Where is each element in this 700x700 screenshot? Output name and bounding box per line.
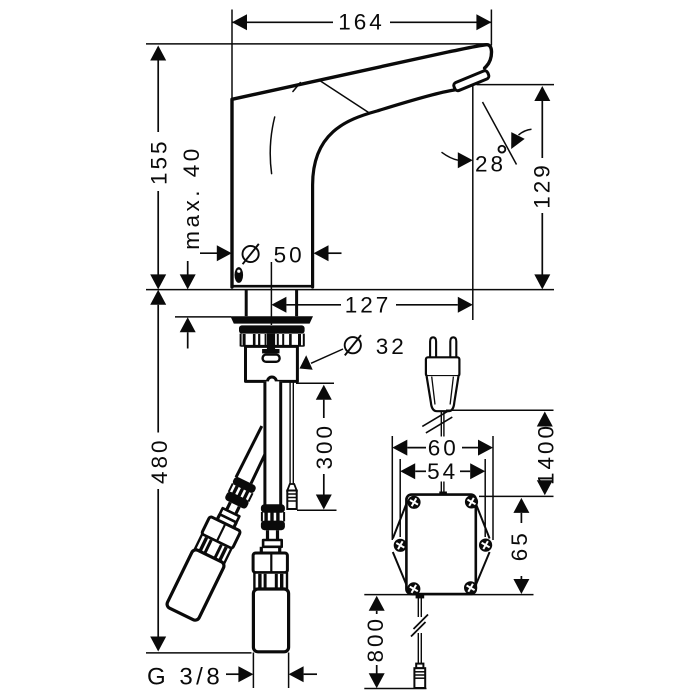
svg-text:50: 50: [274, 243, 305, 268]
svg-text:65: 65: [507, 530, 532, 561]
svg-text:127: 127: [345, 293, 392, 318]
svg-text:28: 28: [475, 152, 506, 177]
svg-text:164: 164: [338, 10, 385, 35]
svg-text:1400: 1400: [534, 423, 559, 485]
svg-text:G 3/8: G 3/8: [147, 664, 223, 691]
svg-text:800: 800: [363, 616, 388, 663]
svg-text:480: 480: [147, 437, 172, 484]
svg-text:300: 300: [312, 423, 337, 470]
svg-text:max. 40: max. 40: [179, 145, 204, 250]
svg-text:129: 129: [530, 162, 555, 209]
svg-text:155: 155: [146, 138, 171, 185]
svg-text:54: 54: [427, 459, 458, 484]
svg-text:32: 32: [376, 334, 407, 359]
svg-text:60: 60: [428, 436, 459, 461]
